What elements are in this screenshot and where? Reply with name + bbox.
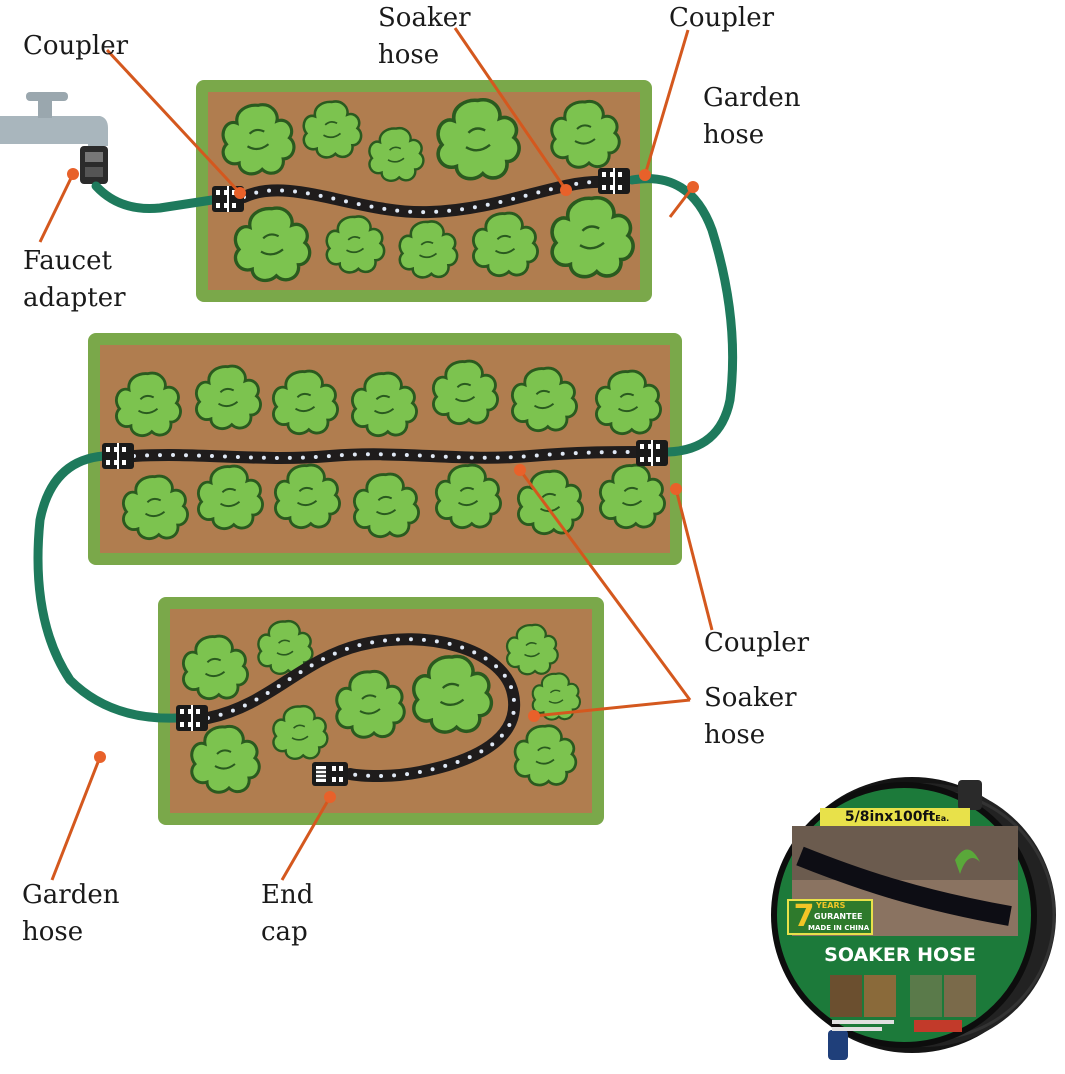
warranty-guarantee: GURANTEE <box>814 912 863 921</box>
hose-connector-top <box>958 780 982 810</box>
end-cap <box>312 762 348 786</box>
made-in-label: MADE IN CHINA <box>808 924 870 932</box>
soaker-hose-holes <box>132 179 640 778</box>
product-package <box>771 777 1056 1060</box>
leader-dots <box>67 168 699 803</box>
leader-lines <box>38 27 714 881</box>
hose-connector-bottom <box>828 1030 848 1060</box>
label-coupler-right: Coupler <box>704 628 810 658</box>
label-coupler-top-left: Coupler <box>23 31 129 61</box>
warranty-years-number: 7 <box>793 899 815 934</box>
faucet <box>0 92 108 184</box>
warranty-years-word: YEARS <box>816 901 846 910</box>
garden-hoses <box>33 174 738 723</box>
label-coupler-top-right: Coupler <box>669 3 775 33</box>
product-name: SOAKER HOSE <box>824 944 976 966</box>
package-size-label: 5/8inx100ftEa. <box>844 809 950 825</box>
